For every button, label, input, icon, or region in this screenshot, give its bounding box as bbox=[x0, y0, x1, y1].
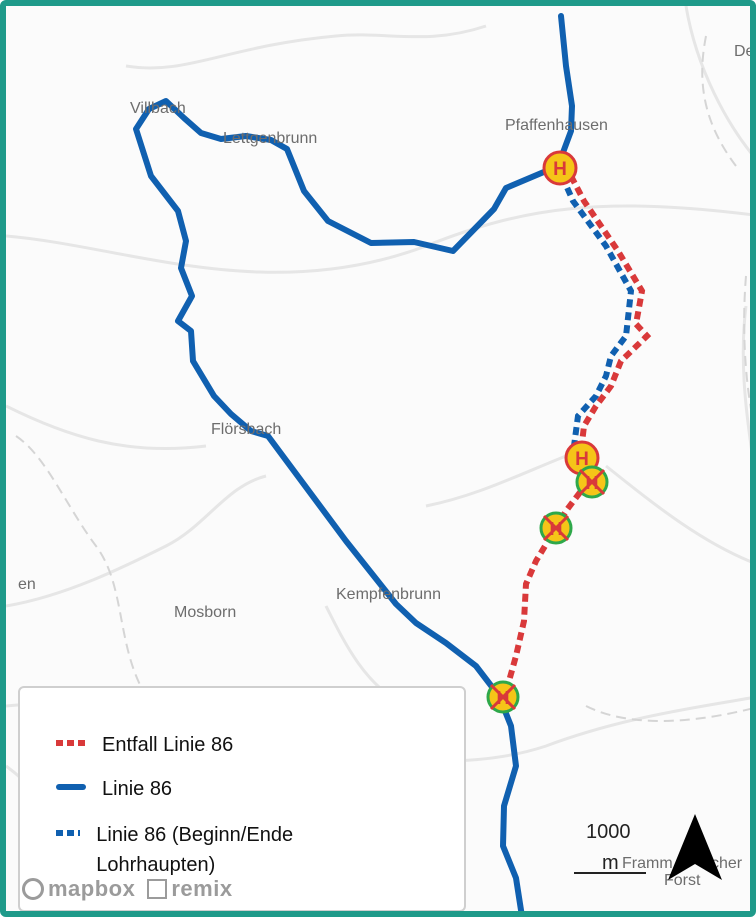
map-legend: Entfall Linie 86 Linie 86 Linie 86 (Begi… bbox=[18, 686, 466, 911]
boundary-lines bbox=[15, 35, 750, 722]
place-label-floersbach: Flörsbach bbox=[211, 421, 281, 438]
stop-cancelled-1[interactable]: H bbox=[575, 465, 609, 499]
remix-wordmark: remix bbox=[171, 876, 233, 901]
legend-swatch-red-dashed bbox=[56, 740, 86, 746]
place-label-lettgenbrunn: Lettgenbrunn bbox=[223, 130, 317, 147]
legend-item-line: Linie 86 bbox=[56, 774, 172, 804]
legend-label: Entfall Linie 86 bbox=[102, 734, 234, 756]
map-canvas[interactable]: H H H H H Villbach Lettgenbrunn Pfaffenh… bbox=[6, 6, 756, 917]
cancel-cross-icon bbox=[489, 683, 517, 711]
place-label-cher: cher bbox=[711, 855, 743, 872]
legend-label: Linie 86 bbox=[102, 778, 173, 800]
place-label-deu: Deu bbox=[734, 43, 756, 60]
route-cancelled-86 bbox=[500, 174, 652, 699]
place-label-pfaffenhausen: Pfaffenhausen bbox=[505, 117, 608, 134]
mapbox-logo-icon bbox=[22, 878, 44, 900]
legend-item-lohrhaupten: Linie 86 (Beginn/Ende Lohrhaupten) bbox=[56, 820, 356, 880]
place-label-framm: Framm bbox=[622, 855, 673, 872]
scale-bar bbox=[574, 872, 646, 874]
stop-cancelled-2[interactable]: H bbox=[539, 511, 573, 545]
place-label-villbach: Villbach bbox=[130, 100, 186, 117]
legend-swatch-blue-solid bbox=[56, 784, 86, 790]
scale-unit: m bbox=[602, 852, 619, 874]
map-attribution[interactable]: mapbox remix bbox=[22, 876, 233, 902]
legend-label: Linie 86 (Beginn/Ende Lohrhaupten) bbox=[96, 824, 294, 876]
legend-swatch-blue-dashed bbox=[56, 830, 81, 836]
remix-logo[interactable]: remix bbox=[147, 876, 232, 902]
north-arrow-icon bbox=[668, 814, 722, 880]
route-line-86-lohrhaupten bbox=[559, 174, 635, 462]
legend-item-cancelled: Entfall Linie 86 bbox=[56, 730, 233, 760]
stop-active-1[interactable]: H bbox=[542, 150, 578, 186]
cancel-cross-icon bbox=[542, 514, 570, 542]
place-label-kempfenbrunn: Kempfenbrunn bbox=[336, 586, 441, 603]
remix-logo-icon bbox=[147, 879, 168, 899]
mapbox-wordmark: mapbox bbox=[48, 876, 136, 901]
stop-symbol: H bbox=[553, 159, 567, 180]
place-label-en: en bbox=[18, 576, 36, 593]
stop-cancelled-3[interactable]: H bbox=[486, 680, 520, 714]
cancel-cross-icon bbox=[578, 468, 606, 496]
scale-value: 1000 bbox=[586, 821, 631, 843]
place-label-mosborn: Mosborn bbox=[174, 604, 236, 621]
stop-symbol: H bbox=[575, 449, 589, 470]
route-line-86 bbox=[133, 13, 575, 911]
mapbox-logo[interactable]: mapbox bbox=[22, 876, 135, 902]
